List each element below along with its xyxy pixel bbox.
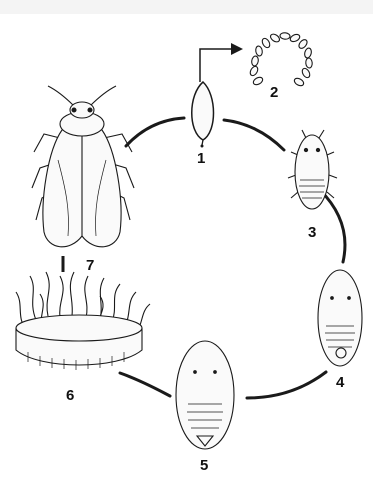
crawler-illustration: [288, 130, 337, 209]
adult-illustration: [32, 86, 134, 247]
pupa-illustration: [16, 272, 150, 370]
label-stage-7: 7: [86, 257, 94, 274]
arc-7-to-1: [126, 118, 184, 146]
arc-4-to-5: [247, 372, 326, 398]
arrow-1-to-2: [200, 49, 240, 82]
arc-3-to-4: [320, 190, 345, 262]
egg-cluster-illustration: [249, 32, 313, 87]
second-instar-illustration: [318, 270, 362, 366]
egg-illustration: [192, 82, 214, 148]
label-stage-3: 3: [308, 224, 316, 241]
label-stage-6: 6: [66, 387, 74, 404]
label-stage-1: 1: [197, 150, 205, 167]
label-stage-4: 4: [336, 374, 345, 391]
arc-5-to-6: [120, 373, 170, 396]
label-stage-2: 2: [270, 84, 278, 101]
arc-1-to-3: [224, 120, 284, 150]
third-instar-illustration: [176, 341, 234, 449]
label-stage-5: 5: [200, 457, 208, 474]
